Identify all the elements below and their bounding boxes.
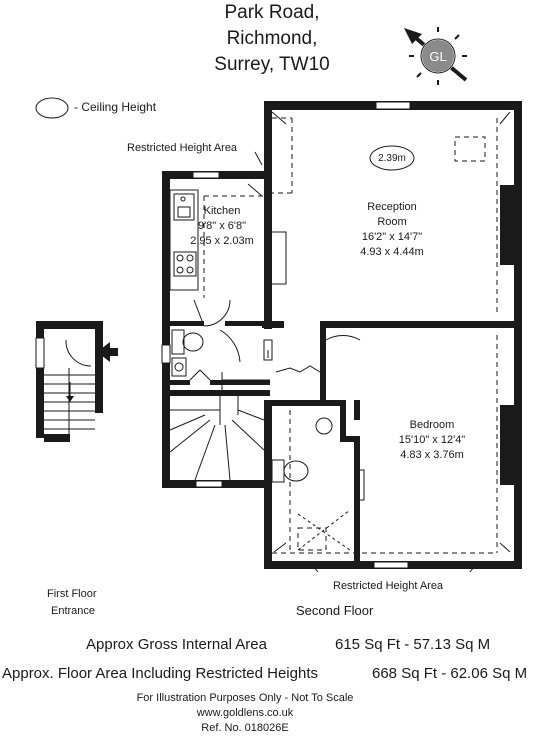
restricted-area-label: Approx. Floor Area Including Restricted …: [2, 665, 318, 682]
restricted-area-value: 668 Sq Ft - 62.06 Sq M: [372, 665, 528, 682]
first-floor-label-line1: First Floor: [47, 588, 97, 600]
kitchen-imperial: 9'8" x 6'8": [197, 220, 247, 232]
reception-imperial: 16'2" x 14'7": [361, 231, 423, 243]
reception-ceiling-ellipse: [369, 145, 415, 171]
compass-icon: GL: [404, 27, 468, 85]
reception-name-line1: Reception: [367, 201, 417, 213]
bedroom-label: Bedroom 15'10" x 12'4" 4.83 x 3.76m: [382, 418, 482, 463]
first-floor-plan: [35, 321, 118, 442]
kitchen-label: Kitchen 9'8" x 6'8" 2.95 x 2.03m: [182, 204, 262, 249]
kitchen-metric: 2.95 x 2.03m: [190, 235, 254, 247]
first-floor-label-line2: Entrance: [51, 605, 96, 617]
address-line-3: Surrey, TW10: [214, 54, 330, 75]
ceiling-height-legend-label: - Ceiling Height: [74, 100, 157, 114]
address-line-1: Park Road,: [224, 2, 320, 23]
gross-area-label: Approx Gross Internal Area: [86, 636, 267, 653]
reception-name-line2: Room: [377, 216, 407, 228]
gross-area-value: 615 Sq Ft - 57.13 Sq M: [335, 636, 491, 653]
restricted-height-lines: [203, 117, 498, 554]
kitchen-name: Kitchen: [203, 205, 241, 217]
reception-metric: 4.93 x 4.44m: [360, 246, 424, 258]
restricted-height-label-top: Restricted Height Area: [127, 142, 238, 154]
restricted-height-label-bottom: Restricted Height Area: [333, 580, 444, 592]
disclaimer-text: For Illustration Purposes Only - Not To …: [136, 692, 354, 704]
address-line-2: Richmond,: [226, 28, 318, 49]
reception-label: Reception Room 16'2" x 14'7" 4.93 x 4.44…: [342, 200, 442, 260]
entrance-arrow-icon: [97, 342, 118, 362]
bathroom-fittings: [169, 329, 365, 551]
bedroom-name: Bedroom: [409, 419, 455, 431]
kitchen-fittings: [169, 183, 287, 327]
ceiling-height-legend-icon: [35, 97, 69, 119]
bedroom-imperial: 15'10" x 12'4": [398, 434, 466, 446]
bedroom-metric: 4.83 x 3.76m: [400, 449, 464, 461]
reception-ceiling-height: 2.39m: [378, 153, 406, 164]
second-floor-label: Second Floor: [296, 603, 374, 618]
reference-number: Ref. No. 018026E: [201, 722, 289, 734]
compass-logo-text: GL: [429, 49, 446, 64]
website-link[interactable]: www.goldlens.co.uk: [196, 707, 294, 719]
